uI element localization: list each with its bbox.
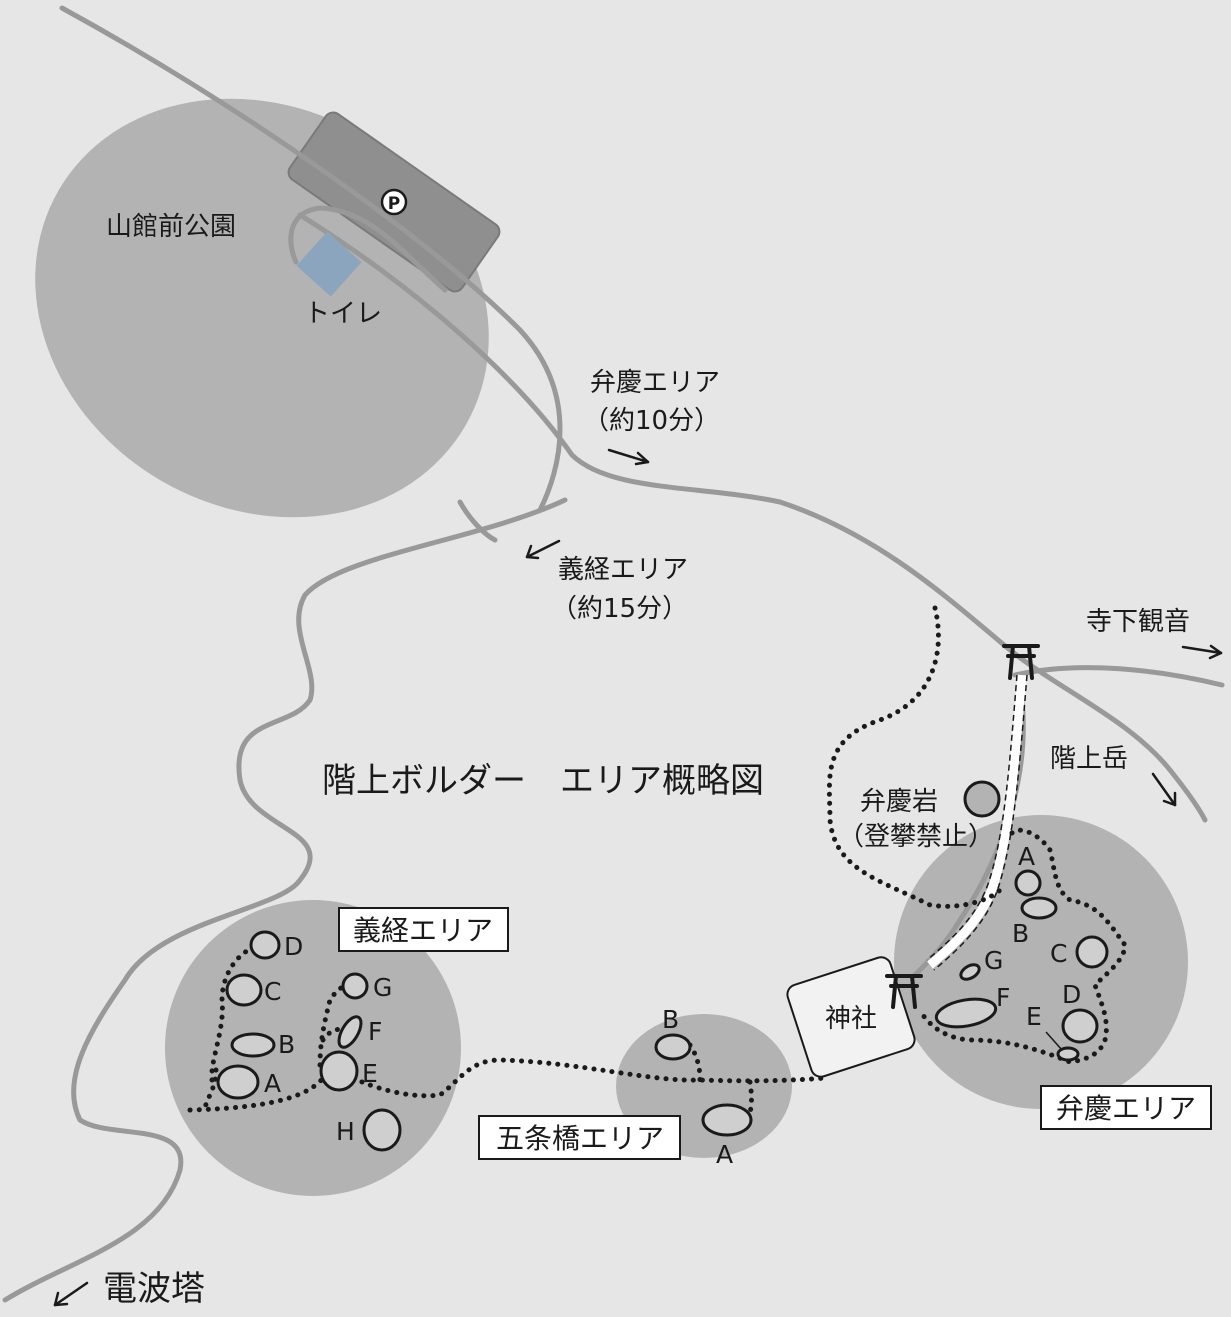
yoshitsune-area-name: 義経エリア [353, 914, 493, 947]
benkei-boulder-b-label: B [1012, 919, 1029, 948]
benkei-boulder-a [1014, 869, 1042, 897]
toilet-label: トイレ [304, 299, 382, 329]
gojobashi-boulder-a-label: A [716, 1140, 733, 1169]
yoshitsune-boulders: A B C D E F G H [216, 930, 402, 1152]
benkei-boulder-e [1056, 1046, 1080, 1062]
roads [2, 5, 1225, 1303]
road-to-shrine [912, 697, 1026, 978]
yoshitsune-direction-time: （約15分） [551, 594, 688, 624]
yoshitsune-boulder-e [319, 1050, 359, 1092]
arrow-hashikami-dake-icon [1151, 772, 1177, 807]
torii-gate-lower-icon [885, 974, 923, 1009]
stairs-path-edge-right [933, 674, 1028, 971]
benkei-direction-time: （約10分） [583, 406, 720, 436]
yoshitsune-boulder-d-label: D [284, 932, 303, 961]
shrine-building [786, 956, 916, 1078]
benkei-area-name: 弁慶エリア [1056, 1092, 1196, 1125]
stairs-path-edge-left [926, 674, 1018, 961]
trail-to-benkei-rock [826, 605, 1003, 909]
gojobashi-area-name: 五条橋エリア [496, 1122, 664, 1155]
shrine-label: 神社 [825, 1004, 877, 1034]
denpato-label: 電波塔 [103, 1269, 205, 1309]
gojobashi-boulder-a [701, 1103, 753, 1137]
benkei-boulder-e-label: E [1026, 1002, 1042, 1031]
benkei-boulder-f-label: F [996, 983, 1010, 1012]
yoshitsune-boulder-g-label: G [373, 973, 392, 1002]
benkei-boulders: A B C D E F G [934, 842, 1109, 1062]
hashikami-dake-label: 階上岳 [1050, 744, 1128, 774]
road-to-terashita [1012, 665, 1225, 688]
arrow-yoshitsune-icon [525, 539, 561, 560]
arrow-benkei-icon [607, 448, 650, 466]
yoshitsune-direction-label: 義経エリア [558, 555, 688, 585]
gojobashi-area-box [478, 1115, 681, 1160]
benkei-boulder-a-label: A [1018, 842, 1035, 871]
benkei-rock-label: 弁慶岩 [860, 787, 938, 817]
map-title: 階上ボルダー エリア概略図 [322, 761, 764, 801]
benkei-rock [963, 780, 1001, 818]
road-to-benkei [297, 212, 1208, 823]
benkei-boulder-c-label: C [1050, 939, 1067, 968]
park-area [35, 98, 489, 518]
trail-main [187, 1057, 828, 1113]
gojobashi-boulder-b [654, 1033, 692, 1061]
yoshitsune-boulder-c-label: C [264, 977, 281, 1006]
road-park-spur [457, 499, 498, 543]
benkei-rock-note: （登攀禁止） [838, 822, 994, 852]
yoshitsune-boulder-b-label: B [278, 1030, 295, 1059]
yoshitsune-boulder-h [362, 1108, 402, 1152]
yoshitsune-boulder-g [341, 972, 369, 1000]
trails [187, 605, 1128, 1115]
road-main-upper [59, 5, 563, 513]
road-park-loop [288, 205, 448, 293]
yoshitsune-boulder-b [230, 1032, 276, 1058]
yoshitsune-boulder-d [249, 930, 281, 960]
benkei-boulder-b [1020, 896, 1058, 920]
yoshitsune-boulder-a-label: A [264, 1069, 281, 1098]
arrow-terashita-icon [1181, 644, 1223, 660]
benkei-boulder-g-label: G [984, 946, 1003, 975]
terashita-label: 寺下観音 [1086, 607, 1190, 637]
direction-arrows [53, 448, 1223, 1307]
stairs-path [927, 674, 1027, 969]
benkei-boulder-f [934, 997, 998, 1029]
benkei-boulder-c [1075, 935, 1109, 969]
torii-gate-upper-icon [1002, 644, 1040, 680]
benkei-direction-label: 弁慶エリア [590, 368, 720, 398]
trail-gojo-a [747, 1079, 754, 1115]
yoshitsune-boulder-f-label: F [368, 1017, 382, 1046]
trail-benkei-loop [917, 827, 1128, 1065]
yoshitsune-boulder-c [225, 973, 263, 1007]
trail-yoshitsune-d [209, 945, 255, 1083]
parking-icon [380, 188, 408, 216]
parking-symbol: P [388, 194, 400, 214]
gojobashi-boulders: A B [654, 1005, 753, 1169]
yoshitsune-boulder-a [216, 1064, 260, 1100]
benkei-area-box [1040, 1085, 1212, 1130]
gojobashi-boulder-b-label: B [662, 1005, 679, 1034]
benkei-boulder-d-label: D [1062, 980, 1081, 1009]
benkei-boulder-e-leader [1045, 1031, 1063, 1051]
benkei-boulder-g [959, 963, 981, 981]
yoshitsune-boulder-f [337, 1015, 363, 1049]
park-label: 山館前公園 [106, 212, 236, 242]
yoshitsune-boulder-e-label: E [362, 1059, 378, 1088]
yoshitsune-boulder-h-label: H [336, 1117, 355, 1146]
benkei-boulder-d [1061, 1008, 1099, 1044]
trail-gojo-b [687, 1042, 703, 1083]
yoshitsune-area-box [338, 907, 509, 952]
arrow-denpato-icon [53, 1281, 89, 1307]
road-to-yoshitsune [2, 497, 568, 1303]
benkei-area-region [894, 815, 1188, 1109]
toilet-building [296, 231, 362, 297]
trail-yoshitsune-g [317, 979, 353, 1068]
